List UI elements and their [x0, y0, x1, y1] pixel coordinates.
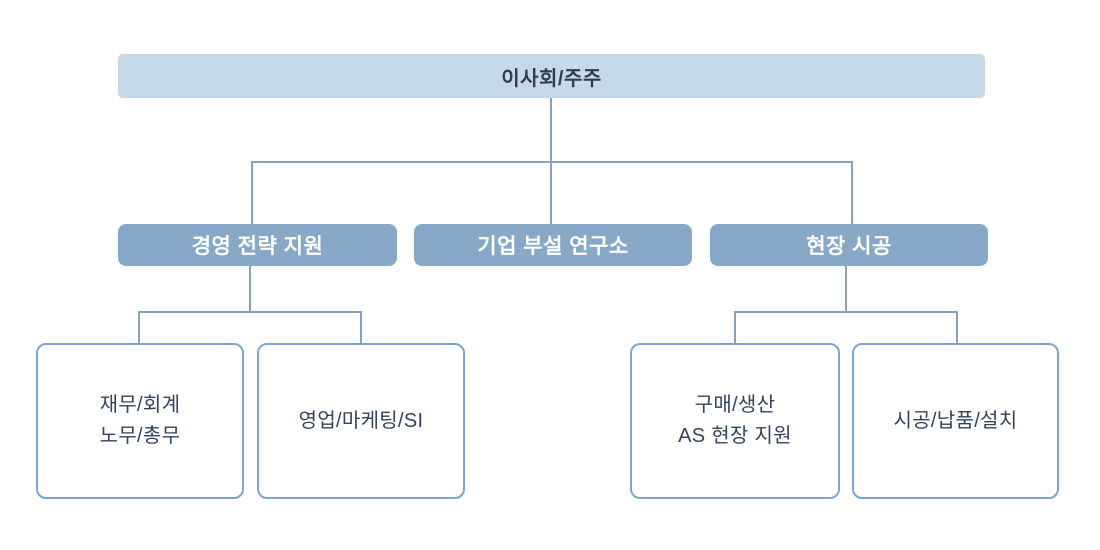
connector-drop-team-3: [734, 311, 736, 343]
connector-dept3-vertical: [845, 266, 847, 312]
node-purchasing-production-as-support: 구매/생산 AS 현장 지원: [630, 343, 840, 499]
node-management-strategy-support: 경영 전략 지원: [118, 224, 397, 266]
connector-drop-team-4: [956, 311, 958, 343]
connector-drop-dept-1: [251, 161, 253, 224]
connector-drop-dept-3: [851, 161, 853, 224]
connector-drop-team-2: [360, 311, 362, 343]
connector-top-horizontal: [251, 161, 853, 163]
node-corporate-research-institute: 기업 부설 연구소: [414, 224, 692, 266]
node-board-shareholders: 이사회/주주: [118, 54, 985, 98]
node-construction-delivery-install: 시공/납품/설치: [852, 343, 1059, 499]
node-field-construction: 현장 시공: [710, 224, 988, 266]
connector-right-horizontal: [734, 311, 958, 313]
connector-left-horizontal: [138, 311, 362, 313]
node-sales-marketing-si: 영업/마케팅/SI: [257, 343, 465, 499]
connector-dept1-vertical: [249, 266, 251, 312]
node-finance-accounting-labor-general: 재무/회계 노무/총무: [36, 343, 244, 499]
connector-drop-team-1: [138, 311, 140, 343]
